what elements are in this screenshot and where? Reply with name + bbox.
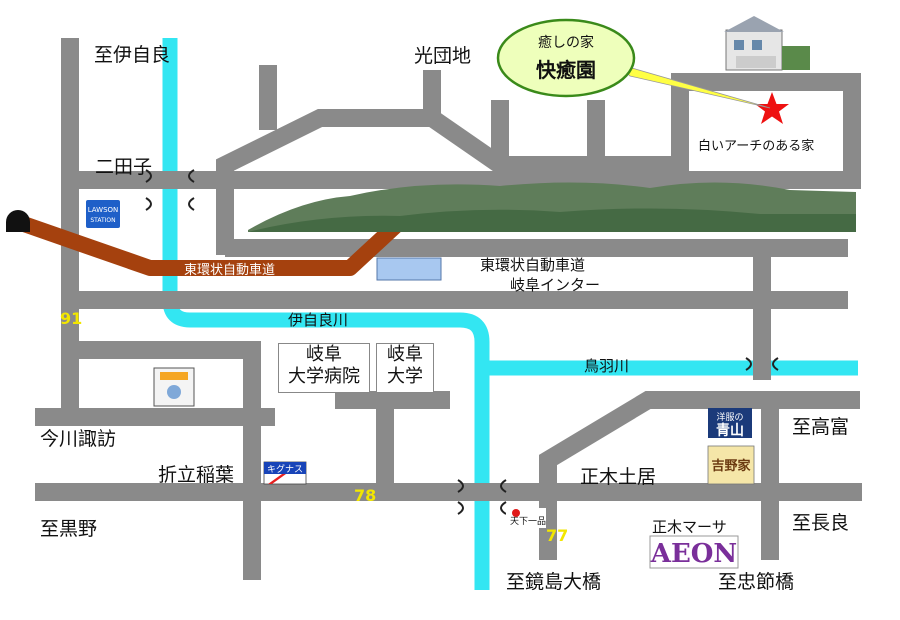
destination-star-icon — [755, 92, 789, 124]
hospital-box: 岐阜 大学病院 — [278, 343, 370, 393]
label-kurono: 至黒野 — [40, 518, 98, 540]
route-77-label: 77 — [546, 526, 569, 545]
lawson-logo: LAWSON STATION — [86, 200, 120, 228]
bubble-line2: 快癒園 — [536, 58, 596, 82]
label-interchange-1: 東環状自動車道 — [480, 256, 586, 274]
house-photo — [724, 16, 810, 71]
restaurant-logo: 天下一品 — [506, 508, 546, 528]
label-imagawa: 今川諏訪 — [40, 428, 117, 450]
lawson-text-2: STATION — [90, 217, 115, 224]
route-78-label: 78 — [354, 486, 377, 505]
tunnel-west-icon — [6, 210, 30, 232]
label-chusetsu: 至忠節橋 — [718, 571, 795, 593]
label-toba-river: 鳥羽川 — [584, 357, 630, 375]
svg-text:洋服の: 洋服の — [716, 411, 743, 423]
road-inner-block — [78, 341, 261, 580]
roads — [35, 38, 862, 580]
bridges — [145, 169, 779, 515]
svg-text:青山: 青山 — [716, 422, 744, 439]
label-kagamijima: 至鏡島大橋 — [506, 571, 602, 593]
expressway-line — [15, 212, 410, 276]
mountain-band — [248, 182, 856, 232]
svg-text:天下一品: 天下一品 — [510, 516, 546, 527]
svg-text:AEON: AEON — [650, 539, 737, 569]
kigunasu-logo: キグナス — [263, 461, 307, 485]
label-destination-caption: 白いアーチのある家 — [698, 139, 815, 154]
lawson-text-1: LAWSON — [88, 206, 119, 214]
bubble-text: 癒しの家 快癒園 — [498, 20, 634, 96]
interchange-box — [376, 257, 442, 281]
destination-bubble — [496, 18, 636, 98]
label-nitako: 二田子 — [95, 156, 153, 178]
yoshinoya-logo: 吉野家 — [707, 445, 755, 485]
route-91-label: 91 — [60, 309, 83, 328]
label-oritate: 折立稲葉 — [158, 464, 235, 486]
label-masaki-torii: 正木土居 — [580, 466, 657, 488]
label-interchange-2: 岐阜インター — [510, 276, 601, 294]
svg-text:キグナス: キグナス — [267, 463, 303, 475]
university-box: 岐阜 大学 — [376, 343, 434, 393]
shop-icon-west — [153, 367, 195, 407]
label-expressway: 東環状自動車道 — [184, 263, 276, 278]
bubble-line1: 癒しの家 — [538, 35, 594, 51]
aeon-logo: AEON — [649, 535, 739, 569]
expressway — [15, 212, 410, 276]
label-koudanchi: 光団地 — [414, 45, 472, 67]
label-ijira-river: 伊自良川 — [288, 311, 349, 329]
label-takatomi: 至高富 — [792, 416, 850, 438]
aoyama-logo: 洋服の 青山 — [708, 408, 752, 439]
label-masaki-marsa: 正木マーサ — [652, 518, 727, 536]
svg-text:吉野家: 吉野家 — [711, 458, 751, 474]
label-north-ijira: 至伊自良 — [94, 44, 171, 66]
road-diagonal-se — [539, 391, 779, 560]
label-nagara: 至長良 — [792, 512, 850, 534]
